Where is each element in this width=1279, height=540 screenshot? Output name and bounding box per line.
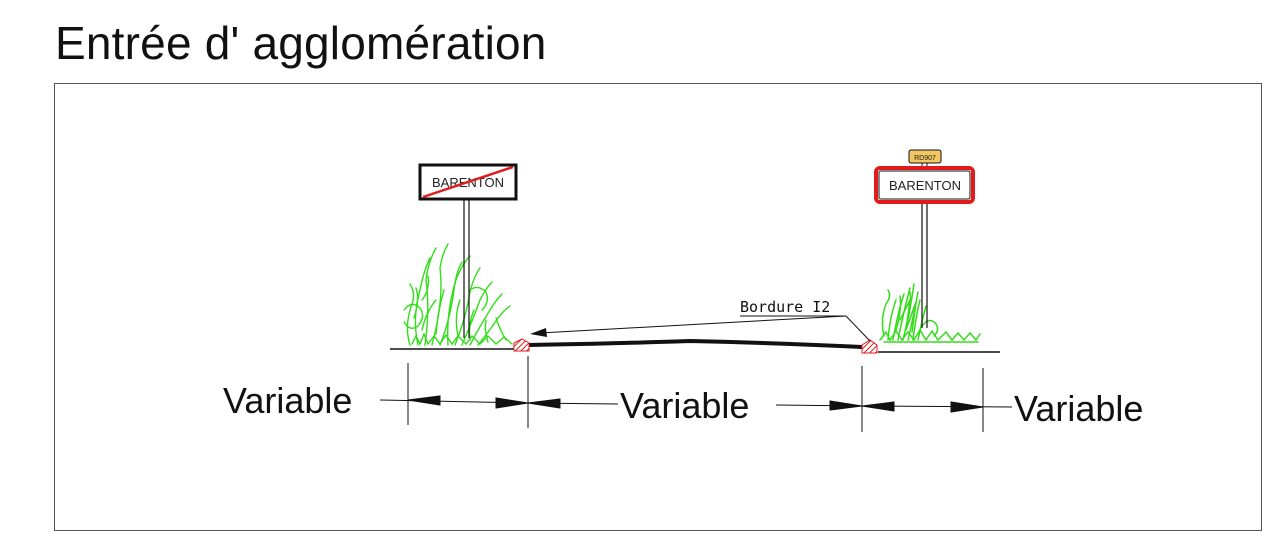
road-surface: [527, 338, 863, 349]
exit-sign-crossbar: [422, 165, 514, 199]
entry-town-sign: RD907 BARENTON: [874, 149, 975, 328]
curb-callout: Bordure I2: [530, 298, 871, 342]
dimension-left-label: Variable: [223, 380, 352, 421]
dimension-lines: [379, 395, 1013, 413]
callout-arrowhead: [530, 328, 547, 337]
entry-sign-label: BARENTON: [889, 178, 961, 193]
callout-label: Bordure I2: [740, 298, 830, 316]
grass-left: [403, 243, 513, 346]
exit-town-sign: BARENTON: [418, 163, 518, 338]
curb-right: [861, 339, 878, 354]
dimension-middle-label: Variable: [620, 385, 749, 426]
dimension-right-label: Variable: [1014, 388, 1143, 429]
dimension-extension-lines: [407, 356, 984, 432]
page-title: Entrée d' agglomération: [55, 17, 547, 69]
grass-right: [879, 283, 981, 343]
route-plate-label: RD907: [914, 155, 936, 162]
curb-left: [513, 338, 530, 352]
route-plate: [908, 149, 942, 164]
drawing-frame: [54, 83, 1262, 531]
